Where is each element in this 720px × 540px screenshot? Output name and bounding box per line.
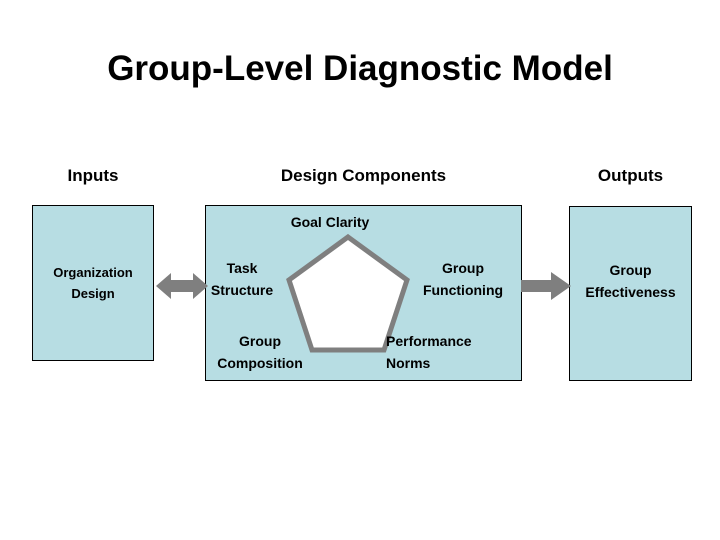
pentagon-label-task-structure-line1: Task (226, 260, 258, 276)
pentagon-label-performance-norms-line2: Norms (386, 355, 431, 371)
outputs-box-label-line1: Group (609, 262, 652, 278)
page-title: Group-Level Diagnostic Model (107, 49, 613, 88)
pentagon-label-task-structure-line2: Structure (210, 282, 274, 298)
double-headed-arrow-icon (156, 268, 208, 304)
pentagon-label-group-composition-line1: Group (239, 333, 281, 349)
pentagon-label-group-functioning-line1: Group (442, 260, 484, 276)
column-header-outputs: Outputs (597, 166, 664, 185)
right-arrow-icon (521, 268, 571, 304)
pentagon-label-task-structure: Task Structure (196, 257, 288, 301)
inputs-box-label-line1: Organization (53, 265, 133, 280)
pentagon-label-performance-norms: Performance Norms (386, 330, 518, 374)
outputs-box-label-line2: Effectiveness (585, 284, 676, 300)
outputs-box-label: Group Effectiveness (569, 259, 692, 303)
inputs-box (32, 205, 154, 361)
pentagon-shape (285, 233, 411, 353)
pentagon-label-group-functioning: Group Functioning (408, 257, 518, 301)
inputs-box-label: Organization Design (32, 262, 154, 304)
pentagon-label-performance-norms-line1: Performance (386, 333, 472, 349)
inputs-box-label-line2: Design (71, 286, 115, 301)
column-header-inputs: Inputs (67, 166, 119, 185)
pentagon-label-goal-clarity: Goal Clarity (290, 214, 370, 230)
pentagon-label-group-composition: Group Composition (196, 330, 324, 374)
outputs-box (569, 206, 692, 381)
pentagon-label-group-composition-line2: Composition (217, 355, 303, 371)
pentagon-label-group-functioning-line2: Functioning (422, 282, 504, 298)
column-header-design-components: Design Components (280, 166, 447, 185)
